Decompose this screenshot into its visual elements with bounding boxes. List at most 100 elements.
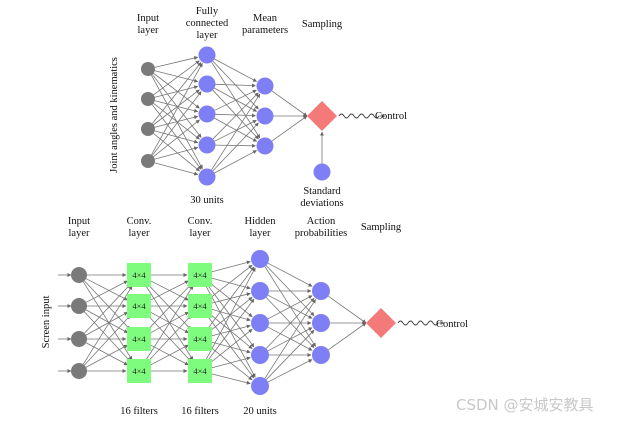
bottom-conv2-filter-0 (188, 263, 212, 287)
bottom-conv2-filter-label-0: 4×4 (193, 270, 207, 280)
bottom-conv1-filter-0 (127, 263, 151, 287)
top-input-node-2 (141, 122, 155, 136)
bottom-edge-c2-h-0-0 (211, 260, 251, 273)
bottom-action-header-line1: Action (307, 216, 336, 227)
bottom-input-node-3 (71, 363, 87, 379)
bottom-edge-in-c1-0-1 (85, 278, 128, 301)
top-fc-node-1 (198, 75, 216, 93)
top-edge-in-fc-1-3 (153, 102, 200, 140)
top-fc-header-line2: connected (186, 18, 229, 29)
top-edge-in-fc-0-1 (154, 70, 199, 83)
bottom-conv2-filter-label-3: 4×4 (193, 366, 207, 376)
bottom-edge-in-c1-0-2 (84, 280, 131, 330)
top-edge-fc-mean-2-0 (214, 89, 257, 111)
bottom-conv1-filter-label-1: 4×4 (132, 301, 146, 311)
top-edge-in-fc-2-0 (152, 62, 202, 124)
bottom-edge-c1-c2-0-2 (146, 283, 192, 330)
bottom-edge-in-c1-2-0 (84, 284, 131, 334)
top-std-label-line2: deviations (300, 198, 343, 209)
bottom-edge-c2-h-0-2 (209, 282, 253, 318)
top-edge-fc-mean-1-0 (215, 83, 256, 88)
bottom-conv1-header-line2: layer (129, 228, 150, 239)
top-edge-fc-mean-4-1 (212, 122, 259, 172)
bottom-hidden-node-0 (251, 250, 269, 268)
bottom-conv2-filter-label-2: 4×4 (193, 334, 207, 344)
bottom-conv1-filter-3 (127, 359, 151, 383)
top-mean-node-2 (256, 137, 274, 155)
bottom-hidden-node-4 (251, 377, 269, 395)
top-mean-node-0 (256, 77, 274, 95)
csdn-watermark: CSDN @安城安教具 (456, 396, 594, 414)
bottom-edge-action-sample-2 (328, 322, 367, 351)
top-std-label-line1: Standard (303, 186, 341, 197)
top-side-label: Joint angles and kinematics (109, 57, 120, 173)
bottom-edge-c2-h-3-4 (211, 373, 251, 385)
bottom-edge-in-c1-1-0 (85, 280, 128, 303)
top-input-header-line1: Input (137, 13, 159, 24)
top-edge-fc-mean-3-1 (214, 119, 257, 142)
top-input-node-0 (141, 62, 155, 76)
bottom-edge-h-a-1-1 (267, 294, 313, 319)
bottom-edge-h-a-2-0 (267, 295, 313, 320)
bottom-action-node-2 (312, 346, 330, 364)
bottom-conv2-header-line2: layer (190, 228, 211, 239)
bottom-edge-c2-h-2-2 (211, 324, 251, 337)
top-std-node-0 (313, 163, 331, 181)
bottom-hidden-node-1 (251, 282, 269, 300)
bottom-conv2-filter-2 (188, 327, 212, 351)
top-edge-fc-mean-2-1 (215, 113, 256, 118)
bottom-edge-c1-c2-2-3 (149, 344, 189, 366)
top-edge-fc-mean-1-1 (214, 87, 258, 112)
bottom-edge-in-c1-1-3 (84, 311, 131, 362)
bottom-conv2-filter-label-1: 4×4 (193, 301, 207, 311)
bottom-edge-c1-c2-3-2 (149, 344, 189, 366)
bottom-hidden-caption: 20 units (243, 406, 277, 417)
bottom-action-header-line2: probabilities (295, 228, 348, 239)
bottom-edge-c2-h-3-2 (209, 328, 253, 364)
top-mean-header-line2: parameters (242, 25, 288, 36)
top-edge-in-fc-3-0 (151, 62, 203, 156)
bottom-conv2-filter-1 (188, 294, 212, 318)
top-fc-node-2 (198, 105, 216, 123)
bottom-edge-c1-c2-2-0 (146, 284, 192, 331)
bottom-edge-in-c1-2-3 (85, 342, 128, 366)
top-edge-in-fc-1-1 (154, 85, 199, 98)
bottom-edge-c1-c2-3-0 (145, 285, 194, 362)
top-edge-mean-sample-2 (271, 115, 308, 142)
bottom-edge-c1-c2-1-0 (149, 280, 189, 301)
bottom-edge-c2-h-3-3 (211, 356, 251, 369)
top-edge-in-fc-3-2 (153, 119, 200, 157)
top-edge-in-fc-2-3 (154, 130, 199, 144)
bottom-edge-h-a-4-2 (267, 359, 313, 383)
bottom-input-node-2 (71, 331, 87, 347)
top-edge-in-fc-2-2 (154, 115, 199, 128)
bottom-conv2-caption: 16 filters (181, 406, 219, 417)
bottom-edge-in-c1-3-0 (82, 285, 133, 365)
bottom-edge-in-c1-1-2 (85, 309, 128, 334)
bottom-edge-c2-h-3-1 (206, 298, 255, 362)
top-input-node-3 (141, 154, 155, 168)
top-edge-in-fc-2-1 (153, 89, 200, 126)
bottom-control-label: Control (436, 319, 468, 330)
bottom-conv1-filter-label-0: 4×4 (132, 270, 146, 280)
top-control-label: Control (375, 111, 407, 122)
bottom-action-node-0 (312, 282, 330, 300)
bottom-conv1-header-line1: Conv. (127, 216, 152, 227)
bottom-input-node-0 (71, 267, 87, 283)
top-mean-header-line1: Mean (253, 13, 278, 24)
network-nodes: 4×44×44×44×44×44×44×44×4 (71, 46, 396, 395)
top-edge-in-fc-1-0 (153, 60, 200, 96)
bottom-edge-c1-c2-0-1 (149, 280, 189, 301)
bottom-edge-in-c1-2-1 (85, 311, 128, 336)
top-fc-node-4 (198, 168, 216, 186)
top-mean-node-1 (256, 107, 274, 125)
bottom-edge-c1-c2-2-1 (149, 311, 189, 334)
bottom-edge-c2-h-2-0 (206, 266, 255, 330)
bottom-edge-c2-h-2-3 (211, 341, 251, 354)
top-edge-in-fc-0-2 (153, 72, 200, 109)
bottom-sampling-header: Sampling (361, 222, 402, 233)
bottom-conv1-filter-label-3: 4×4 (132, 366, 146, 376)
bottom-hidden-node-2 (251, 314, 269, 332)
top-fc-header-line1: Fully (196, 6, 219, 17)
